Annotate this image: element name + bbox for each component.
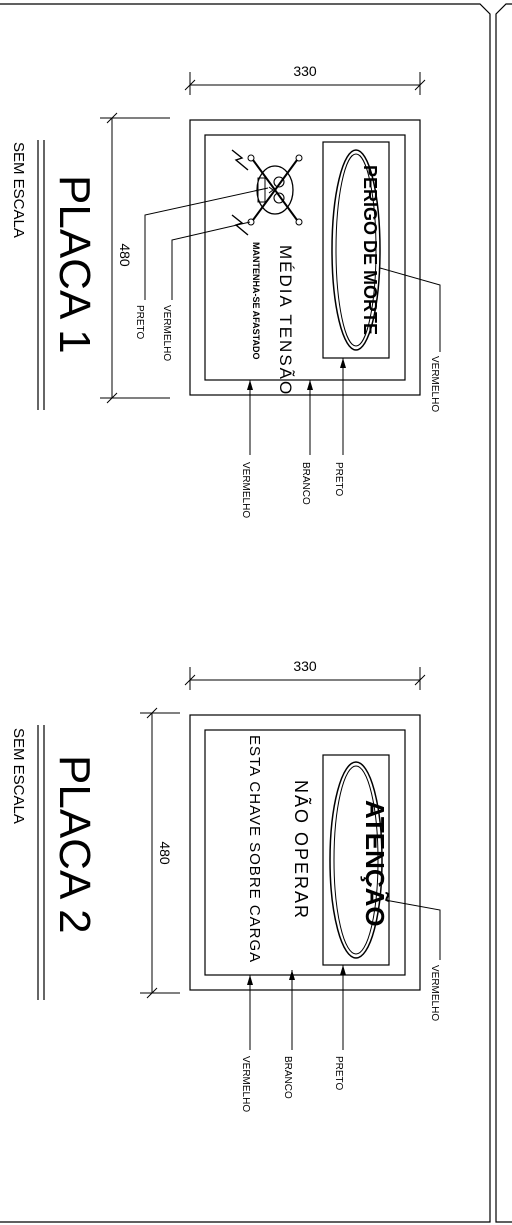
placa-1-title: PLACA 1 [50,175,99,354]
placa-1-banner-ellipse [331,149,381,351]
placa-2-dim-width: 330 [293,658,317,674]
placa-2-banner-ellipse [329,761,383,959]
placa-1-callout-preto-bottom: PRETO [333,462,344,496]
placa-2-outer-rect [189,714,421,991]
placa-2-line1: NÃO OPERAR [291,780,312,920]
placa-1-banner-ellipse-inner [335,153,377,347]
placa-2-line2: ESTA CHAVE SOBRE CARGA [246,735,263,963]
placa-2: ATENÇÃO NÃO OPERAR ESTA CHAVE SOBRE CARG… [10,658,441,1112]
placa-1-callout-branco-bottom: BRANCO [300,462,311,505]
left-frame [0,3,491,1223]
placa-1-outer-rect [189,119,421,396]
right-frame [495,3,512,1223]
placa-1-small-text: MANTENHA-SE AFASTADO [251,242,261,360]
placa-2-callout-branco-bottom: BRANCO [282,1056,293,1099]
placa-2-banner-rect [322,754,390,966]
placa-1: PERIGO DE MORTE MÉDIA TENSÃO MANTENHA-SE… [10,63,441,518]
placa-1-scale: SEM ESCALA [10,142,27,238]
placa-1-dim-height: 480 [117,243,133,267]
placa-2-inner-rect [204,729,406,976]
lightning-icon-2 [231,214,249,236]
placa-2-scale: SEM ESCALA [10,728,27,824]
placa-2-banner-ellipse-inner [333,765,379,955]
placa-1-inner-rect [204,134,406,381]
placa-2-dim-height: 480 [157,841,173,865]
placa-1-callout-vermelho-banner: VERMELHO [429,356,440,412]
placa-1-callout-vermelho-bottom: VERMELHO [240,462,251,518]
placa-2-title: PLACA 2 [50,755,99,934]
placa-1-callout-vermelho-left: VERMELHO [161,305,172,361]
skull-icon [247,154,303,226]
lightning-icon [231,149,249,171]
placa-1-body-text: MÉDIA TENSÃO [276,245,295,396]
placa-1-dim-width: 330 [293,63,317,79]
placa-1-callout-preto-left: PRETO [134,305,145,339]
placa-2-callout-vermelho-bottom: VERMELHO [240,1056,251,1112]
placa-2-banner-text: ATENÇÃO [360,800,390,927]
placa-1-banner-rect [322,141,390,359]
placa-2-callout-preto-bottom: PRETO [333,1056,344,1090]
placa-1-banner-text: PERIGO DE MORTE [360,165,380,335]
placa-2-callout-vermelho-banner: VERMELHO [429,965,440,1021]
